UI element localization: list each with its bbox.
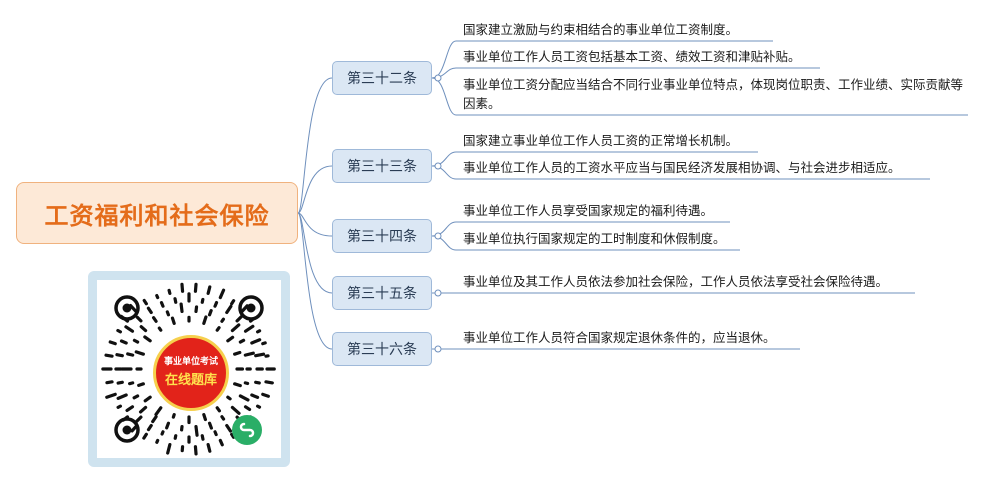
leaf-34-2[interactable]: 事业单位执行国家规定的工时制度和休假制度。: [463, 231, 726, 246]
leaf-34-1[interactable]: 事业单位工作人员享受国家规定的福利待遇。: [463, 203, 714, 218]
qr-pattern: [101, 282, 276, 456]
branch-label: 第三十六条: [347, 342, 417, 358]
leaf-32-3[interactable]: 事业单位工资分配应当结合不同行业事业单位特点，体现岗位职责、工作业绩、实际贡献等…: [463, 77, 964, 111]
branch-article-33[interactable]: 第三十三条: [332, 149, 432, 183]
leaf-32-1[interactable]: 国家建立激励与约束相结合的事业单位工资制度。: [463, 22, 739, 37]
root-topic[interactable]: 工资福利和社会保险: [16, 182, 298, 244]
root-topic-label: 工资福利和社会保险: [44, 201, 270, 230]
qr-code-card[interactable]: 事业单位考试 在线题库: [88, 271, 290, 467]
branch-article-36[interactable]: 第三十六条: [332, 332, 432, 366]
branch-article-35[interactable]: 第三十五条: [332, 276, 432, 310]
leaf-35-1[interactable]: 事业单位及其工作人员依法参加社会保险，工作人员依法享受社会保险待遇。: [463, 274, 889, 289]
qr-center-badge: 事业单位考试 在线题库: [153, 335, 229, 411]
leaf-33-2[interactable]: 事业单位工作人员的工资水平应当与国民经济发展相协调、与社会进步相适应。: [463, 160, 901, 175]
qr-badge-line2: 在线题库: [164, 373, 217, 388]
leaf-36-1[interactable]: 事业单位工作人员符合国家规定退休条件的，应当退休。: [463, 330, 776, 345]
mini-program-icon: [232, 415, 262, 445]
branch-label: 第三十五条: [347, 286, 417, 302]
branch-article-34[interactable]: 第三十四条: [332, 219, 432, 253]
qr-code: 事业单位考试 在线题库: [97, 280, 281, 458]
branch-label: 第三十二条: [347, 71, 417, 87]
leaf-32-2[interactable]: 事业单位工作人员工资包括基本工资、绩效工资和津贴补贴。: [463, 49, 801, 64]
leaf-33-1[interactable]: 国家建立事业单位工作人员工资的正常增长机制。: [463, 133, 739, 148]
branch-label: 第三十三条: [347, 159, 417, 175]
branch-article-32[interactable]: 第三十二条: [332, 61, 432, 95]
qr-badge-line1: 事业单位考试: [163, 357, 218, 367]
branch-label: 第三十四条: [347, 229, 417, 245]
